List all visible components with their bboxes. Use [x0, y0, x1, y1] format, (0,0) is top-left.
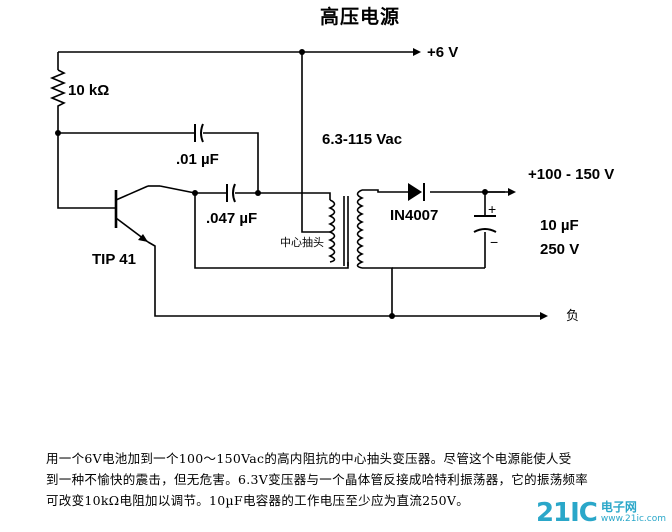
wire-left-lower [57, 110, 116, 209]
arrow-negative [540, 312, 548, 320]
resistor-10k [49, 69, 67, 110]
watermark-cn: 电子网 [600, 500, 637, 514]
watermark-logo: 21IC [535, 498, 598, 528]
circuit-schematic: +6 V 10 kΩ .01 µF .047 µF 6.3-115 Vac 中心… [49, 44, 614, 324]
label-c1: .01 µF [176, 151, 219, 168]
label-diode: IN4007 [390, 207, 438, 224]
wire-c2-right [235, 192, 331, 200]
wire-emitter-ground [147, 241, 540, 317]
label-transistor: TIP 41 [92, 251, 136, 268]
node-c2-junction [255, 190, 261, 196]
description-line: 到一种不愉快的震击，但无危害。6.3V变压器与一个晶体管反接成哈特利振荡器，它的… [46, 472, 589, 487]
watermark-url: www.21ic.com [600, 514, 666, 524]
arrow-supply [413, 48, 421, 56]
node-out-top [482, 189, 488, 195]
diode-in4007 [408, 183, 425, 201]
label-c3-voltage: 250 V [540, 241, 579, 258]
capacitor-c2 [226, 183, 236, 203]
label-c3-value: 10 µF [540, 217, 579, 234]
capacitor-c3 [473, 215, 497, 233]
wire-center-tap [301, 52, 330, 233]
capacitor-c1 [194, 123, 204, 143]
wire-c1-right [203, 132, 259, 193]
description-line: 可改变10kΩ电阻加以调节。10µF电容器的工作电压至少应为直流250V。 [46, 493, 470, 508]
label-cap-plus: + [488, 201, 496, 217]
wires [55, 48, 548, 320]
description: 用一个6V电池加到一个100～150Vac的高内阻抗的中心抽头变压器。尽管这个电… [46, 448, 666, 511]
arrow-output-hv [508, 188, 516, 196]
node-c1-junction [55, 130, 61, 136]
description-line: 用一个6V电池加到一个100～150Vac的高内阻抗的中心抽头变压器。尽管这个电… [46, 451, 572, 466]
wire-secondary-top [362, 189, 408, 193]
wire-secondary-bottom [362, 267, 393, 316]
label-r1: 10 kΩ [68, 82, 109, 99]
page-title: 高压电源 [319, 6, 400, 28]
node-ground [389, 313, 395, 319]
label-c2: .047 µF [206, 210, 257, 227]
node-top-junction [299, 49, 305, 55]
label-negative: 负 [566, 309, 579, 324]
label-cap-minus: − [490, 234, 498, 250]
label-supply-voltage: +6 V [427, 44, 458, 61]
wire-feedback-loop [194, 193, 349, 269]
transformer [328, 189, 364, 269]
watermark: 21IC 电子网 www.21ic.com [536, 498, 666, 528]
label-output-voltage: +100 - 150 V [528, 166, 614, 183]
transistor-tip41 [114, 185, 196, 243]
label-center-tap: 中心抽头 [280, 235, 324, 249]
label-transformer: 6.3-115 Vac [322, 131, 402, 148]
